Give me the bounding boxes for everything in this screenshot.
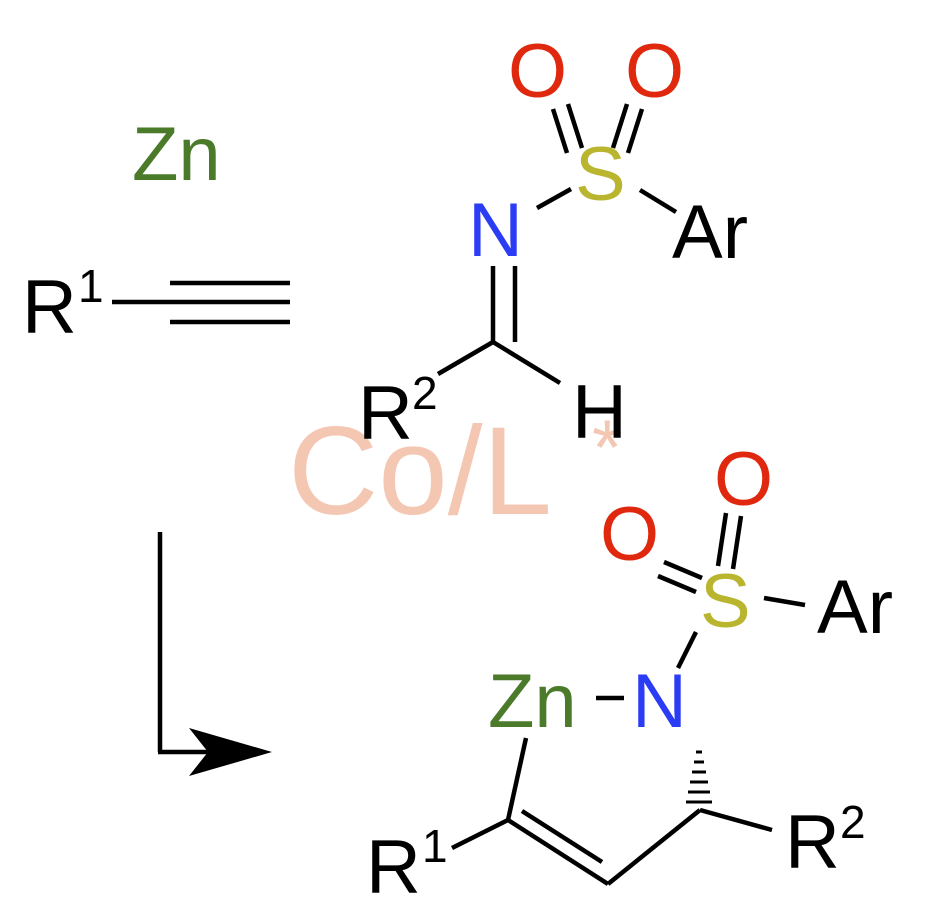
- imine-hydrogen: H: [572, 370, 627, 455]
- product-r1-index: 1: [422, 820, 448, 872]
- product-n-s-bond: [675, 630, 699, 670]
- arrow-head: [189, 728, 272, 776]
- alkyne: R 1: [22, 260, 290, 350]
- imine-aryl: Ar: [672, 190, 748, 275]
- product-ring-double-bond-b: [520, 809, 604, 864]
- product-s-ar-bond: [763, 595, 806, 608]
- imine-s-o-double-right-b: [625, 108, 645, 154]
- product-s-o-double-left-a: [663, 559, 703, 581]
- alkyne-r-index: 1: [78, 260, 104, 312]
- product-r2-group: R: [785, 800, 840, 885]
- watermark-text: Co/L: [288, 402, 552, 541]
- azazincacycle-product: O O S Ar Zn N R 2 R 1: [366, 437, 893, 910]
- imine-c-h-bond: [491, 340, 562, 385]
- product-ring-ch-ch-bond: [606, 808, 702, 886]
- product-r2-index: 2: [840, 796, 866, 848]
- product-ring-zn-c-bond: [505, 737, 529, 821]
- imine-sulfur: S: [575, 132, 626, 217]
- imine-n-s-bond: [535, 187, 573, 210]
- product-s-o-double-left-b: [657, 573, 697, 595]
- product-sulfur: S: [700, 559, 751, 644]
- imine-r-index: 2: [412, 367, 438, 419]
- imine-s-o-double-left-a: [565, 103, 585, 149]
- reaction-arrow: [157, 532, 272, 776]
- imine-c-r-bond: [436, 340, 495, 376]
- product-ring-double-bond-a: [506, 818, 610, 886]
- product-r1-group: R: [366, 825, 421, 910]
- catalyst-watermark: Co/L *: [288, 402, 622, 541]
- reactant-zinc: Zn: [132, 112, 221, 197]
- sulfonyl-imine: O O S Ar N H R 2: [358, 29, 748, 456]
- product-nitrogen: N: [632, 659, 687, 744]
- product-zinc: Zn: [488, 659, 577, 744]
- watermark-star: *: [592, 403, 622, 491]
- product-s-o-double-top-a: [715, 512, 729, 567]
- product-aryl: Ar: [817, 565, 893, 650]
- product-ch-r-bond: [699, 807, 773, 833]
- imine-s-o-double-right-a: [610, 103, 630, 149]
- imine-nitrogen: N: [468, 188, 523, 273]
- imine-s-o-double-left-b: [550, 108, 570, 154]
- imine-s-ar-bond: [638, 188, 678, 214]
- product-s-o-double-top-b: [730, 515, 744, 570]
- product-hashed-wedge-bond: [686, 750, 712, 804]
- imine-oxygen-right: O: [625, 29, 684, 114]
- product-oxygen-left: O: [600, 492, 659, 577]
- imine-oxygen-left: O: [508, 29, 567, 114]
- alkyne-r-group: R: [22, 265, 77, 350]
- product-c-r1-bond: [450, 817, 510, 851]
- product-oxygen-right: O: [714, 437, 773, 522]
- imine-r-group: R: [358, 371, 413, 456]
